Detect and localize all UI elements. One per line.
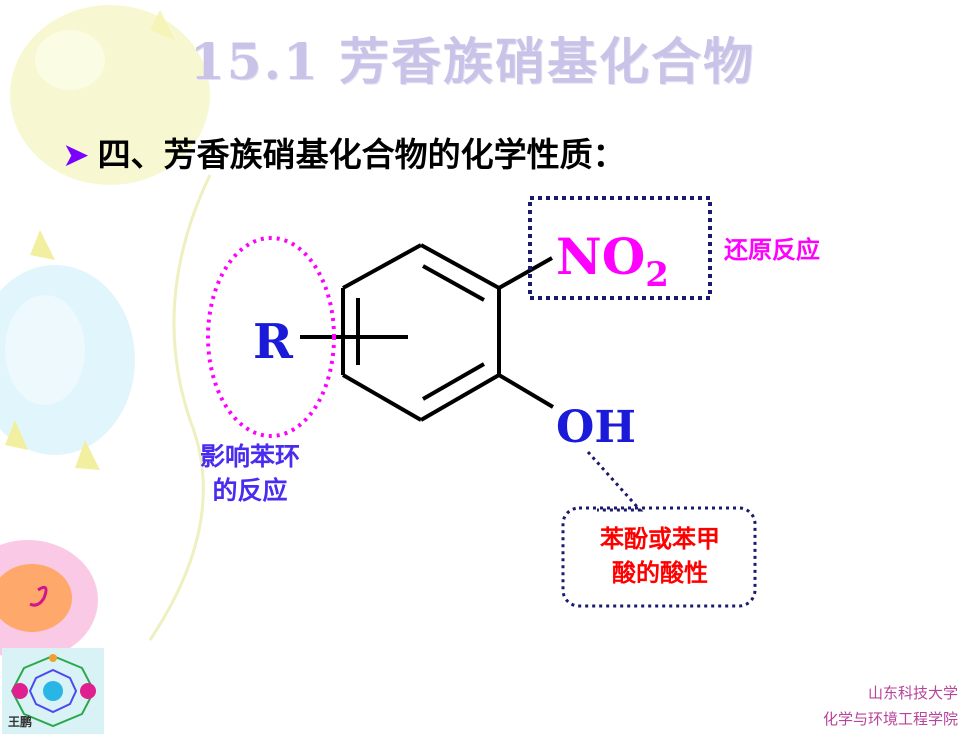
bond-ring-4 bbox=[420, 373, 500, 422]
bond-ring-inner-2 bbox=[422, 362, 485, 401]
balloon-yellow-highlight bbox=[35, 30, 105, 90]
swirl-magenta bbox=[29, 585, 48, 607]
acidity-label: 苯酚或苯甲 酸的酸性 bbox=[580, 522, 740, 590]
confetti-4 bbox=[5, 420, 28, 450]
bond-ring-1 bbox=[342, 243, 422, 290]
logo-atom-top bbox=[49, 654, 57, 662]
acidity-callout-box bbox=[561, 506, 757, 608]
acidity-line1: 苯酚或苯甲 bbox=[600, 525, 720, 553]
bond-ring-5 bbox=[342, 373, 422, 422]
bond-ring-inner-1 bbox=[422, 264, 485, 302]
benzene-ring bbox=[300, 243, 555, 422]
nitro-main-text: NO bbox=[556, 227, 645, 286]
balloon-orange bbox=[0, 564, 72, 632]
bond-hydroxyl bbox=[497, 373, 555, 409]
nitro-group-highlight-box bbox=[528, 196, 712, 300]
porphyrin-molecule-icon bbox=[10, 654, 96, 728]
logo-atom-right bbox=[80, 683, 96, 699]
logo-ring-outer bbox=[10, 654, 96, 728]
nitro-subscript-text: 2 bbox=[645, 255, 669, 295]
logo-atom-left bbox=[12, 683, 28, 699]
hydroxyl-group-label: OH bbox=[556, 402, 636, 453]
acidity-line2: 酸的酸性 bbox=[612, 559, 708, 587]
college-name: 化学与环境工程学院 bbox=[822, 710, 958, 728]
bond-nitro bbox=[498, 256, 553, 290]
confetti-2 bbox=[30, 230, 55, 260]
ring-reaction-line1: 影响苯环 bbox=[200, 442, 301, 471]
ring-reaction-label: 影响苯环 的反应 bbox=[200, 440, 300, 508]
nitro-reduction-label: 还原反应 bbox=[724, 236, 820, 264]
section-heading-text: 四、芳香族硝基化合物的化学性质： bbox=[97, 135, 626, 174]
balloon-string bbox=[148, 174, 212, 641]
author-logo: 王鹏 bbox=[2, 648, 104, 734]
substituent-r-label: R bbox=[253, 314, 294, 370]
confetti-1 bbox=[150, 10, 175, 40]
logo-caption: 王鹏 bbox=[8, 715, 33, 729]
r-group-highlight-ellipse bbox=[206, 236, 336, 438]
oh-callout-pointer bbox=[586, 450, 644, 512]
logo-ring-inner bbox=[28, 668, 78, 714]
bond-ring-2 bbox=[420, 243, 500, 290]
balloon-cyan-inner bbox=[5, 295, 85, 405]
ring-reaction-line2: 的反应 bbox=[212, 476, 288, 505]
triangle-bullet-icon: ➤ bbox=[62, 135, 90, 174]
slide-title: 15.1 芳香族硝基化合物 bbox=[190, 32, 756, 91]
university-name: 山东科技大学 bbox=[867, 684, 958, 702]
section-heading: ➤四、芳香族硝基化合物的化学性质： bbox=[62, 128, 626, 176]
confetti-3 bbox=[75, 440, 100, 470]
logo-atom-center bbox=[43, 681, 63, 701]
nitro-group-label: NO2 bbox=[556, 227, 669, 295]
